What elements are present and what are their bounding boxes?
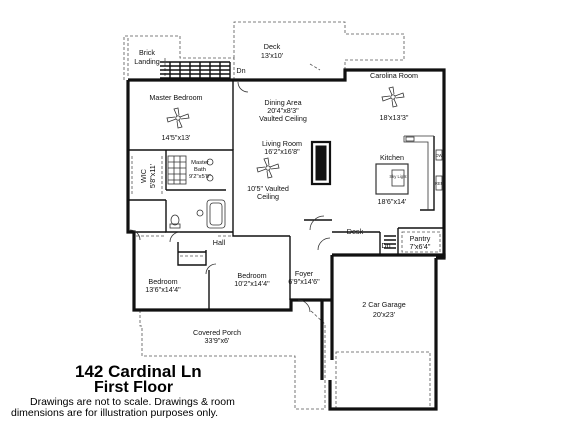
ceiling-fan-icon xyxy=(166,107,190,129)
garage-label: 2 Car Garage xyxy=(362,300,406,309)
door-swing xyxy=(237,81,249,93)
living-room-label: Living Room xyxy=(262,139,302,148)
deck-label: Deck xyxy=(264,42,281,51)
living-room-note: Ceiling xyxy=(257,192,279,201)
master-bedroom-dims: 14'5"x13' xyxy=(162,133,192,142)
pantry-dims: 7'x6'4" xyxy=(410,242,431,251)
refrigerator-label: REF xyxy=(435,181,444,186)
down-marker: Dn xyxy=(381,241,390,250)
dining-area-note: Vaulted Ceiling xyxy=(259,114,307,123)
door-swing xyxy=(317,237,331,251)
brick-landing-label: Brick xyxy=(139,48,155,57)
living-room-dims: 16'2"x16'8" xyxy=(264,147,300,156)
skylight-label: Sky Light xyxy=(389,174,407,179)
door-swing xyxy=(309,215,325,231)
kitchen-counter xyxy=(403,135,434,210)
garage-dims: 20'x23' xyxy=(373,310,396,319)
covered-porch-dims: 33'9"x6' xyxy=(205,336,231,345)
foyer-dims: 6'9"x14'6" xyxy=(288,277,320,286)
ceiling-fan-icon xyxy=(256,157,280,179)
living-room-note: 10'5" Vaulted xyxy=(247,184,289,193)
bathtub-icon xyxy=(206,199,226,229)
sink-icon xyxy=(196,158,214,217)
disclaimer-line: dimensions are for illustration purposes… xyxy=(11,407,218,419)
interior-walls xyxy=(128,80,444,310)
bedroom-dims: 10'2"x14'4" xyxy=(234,279,270,288)
room-labels: Deck 13'x10' Brick Landing Dn Carolina R… xyxy=(134,42,443,345)
covered-porch-label: Covered Porch xyxy=(193,328,241,337)
door-swing xyxy=(129,229,141,241)
kitchen-dims: 18'6"x14' xyxy=(378,197,408,206)
carolina-room-label: Carolina Room xyxy=(370,71,418,80)
bedroom-label: Bedroom xyxy=(237,271,266,280)
wic-dims: 5'8"x11' xyxy=(148,163,157,188)
door-swing xyxy=(297,299,311,313)
exterior-walls xyxy=(126,68,446,411)
door-swing xyxy=(205,263,217,275)
foyer-label: Foyer xyxy=(295,269,314,278)
deck-dims: 13'x10' xyxy=(261,51,284,60)
bedroom-label: Bedroom xyxy=(148,277,177,286)
floor-title: First Floor xyxy=(94,379,174,396)
deck-stairs xyxy=(160,61,231,80)
refrigerator-icon xyxy=(435,175,443,191)
master-bath-label: Bath xyxy=(194,167,206,173)
shower-tile xyxy=(167,155,187,185)
toilet-icon xyxy=(169,214,181,229)
brick-landing-label: Landing xyxy=(134,57,160,66)
door-swing xyxy=(169,231,181,243)
bedroom-dims: 13'6"x14'4" xyxy=(145,285,181,294)
ceiling-fan-icon xyxy=(381,86,405,108)
stove-icon xyxy=(405,136,415,142)
disclaimer-line: Drawings are not to scale. Drawings & ro… xyxy=(30,396,235,408)
closet-shelf xyxy=(136,235,232,257)
fixtures xyxy=(129,81,443,313)
garage-steps xyxy=(379,232,396,255)
desk-label: Desk xyxy=(347,227,364,236)
dining-area-dims: 20'4"x8'3" xyxy=(267,106,299,115)
pantry-label: Pantry xyxy=(410,234,431,243)
closet-shelf xyxy=(131,156,163,196)
kitchen-island xyxy=(375,163,409,195)
carolina-room-dims: 18'x13'3" xyxy=(380,113,409,122)
master-bath-label: Master xyxy=(191,160,209,166)
kitchen-label: Kitchen xyxy=(380,153,404,162)
dishwasher-icon xyxy=(435,149,443,161)
master-bedroom-label: Master Bedroom xyxy=(149,93,202,102)
dining-area-label: Dining Area xyxy=(264,98,301,107)
down-marker: Dn xyxy=(236,66,245,75)
master-bath-dims: 9'2"x5'8" xyxy=(189,174,211,180)
pantry-shelf xyxy=(401,231,441,253)
property-address: 142 Cardinal Ln xyxy=(75,362,202,381)
hall-label: Hall xyxy=(213,238,226,247)
dishwasher-label: DW xyxy=(436,153,443,158)
wic-label: WIC xyxy=(139,169,148,183)
